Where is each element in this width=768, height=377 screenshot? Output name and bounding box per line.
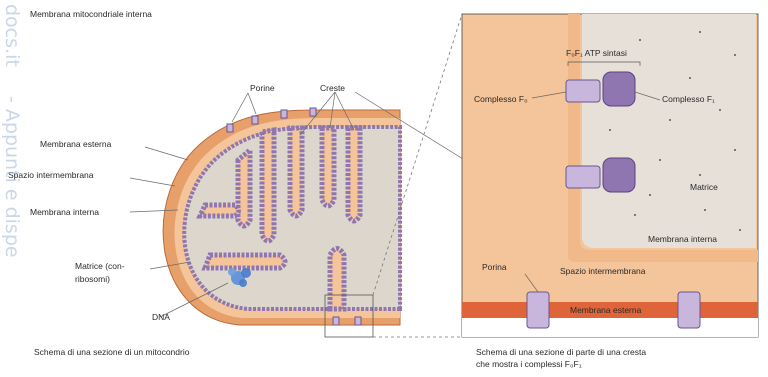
membrana-interna-inset-label: Membrana interna [648, 234, 717, 244]
porina-label: Porina [482, 262, 507, 272]
membrana-esterna-inset-label: Membrana esterna [570, 305, 642, 315]
complesso-f0-label: Complesso F₀ [474, 94, 528, 104]
atp-sintasi-label: F₀F₁ ATP sintasi [566, 48, 627, 58]
watermark-text: - Appunti e dispe [1, 96, 23, 258]
caption-left: Schema di una sezione di un mitocondrio [34, 347, 190, 357]
membrana-interna-label: Membrana interna [30, 207, 99, 217]
inset-crista [462, 14, 758, 337]
matrice-label-line2: ribosomi) [75, 274, 110, 284]
spazio-intermembrana-inset-label: Spazio intermembrana [560, 266, 646, 276]
watermark-site: docs.it [1, 4, 23, 67]
creste-label: Creste [320, 83, 345, 93]
title-label: Membrana mitocondriale interna [30, 9, 152, 19]
mitochondrion-section [163, 108, 400, 337]
matrice-label-line1: Matrice (con- [75, 261, 125, 271]
dna-label: DNA [152, 312, 170, 322]
caption-right-line2: che mostra i complessi F₀F₁ [476, 359, 582, 369]
porine-label: Porine [250, 83, 275, 93]
watermark: docs.it - Appunti e dispe [1, 4, 23, 258]
caption-right-line1: Schema di una sezione di parte di una cr… [476, 347, 646, 357]
complesso-f1-label: Complesso F₁ [662, 94, 715, 104]
matrice-inset-label: Matrice [690, 182, 718, 192]
membrana-esterna-label: Membrana esterna [40, 139, 112, 149]
